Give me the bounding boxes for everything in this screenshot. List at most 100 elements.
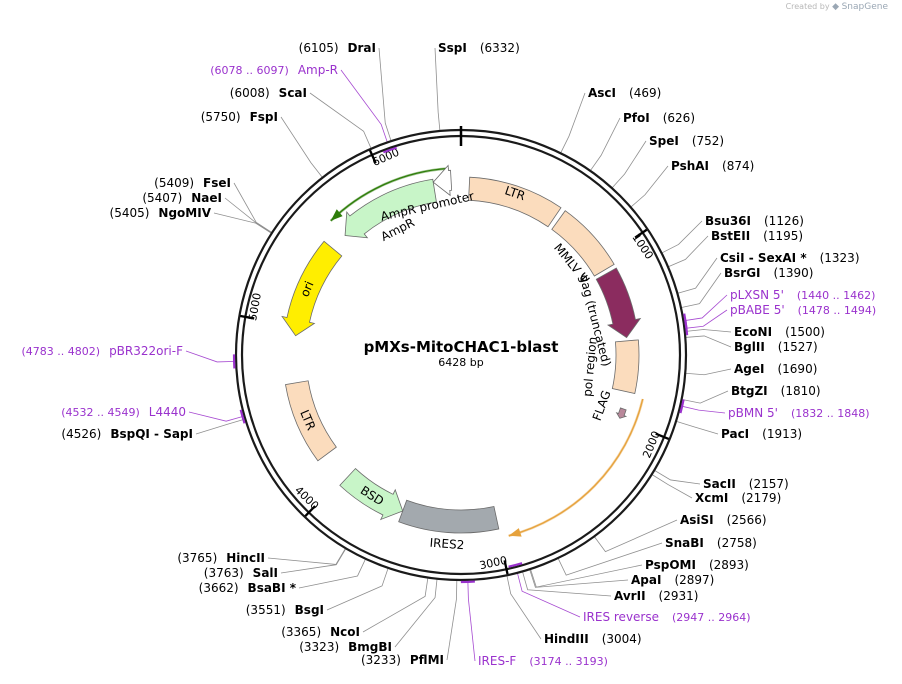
site-name: AvrII xyxy=(614,589,646,603)
restriction-site-label[interactable]: SacII(2157) xyxy=(703,477,789,491)
restriction-site-label[interactable]: NgoMIV(5405) xyxy=(110,206,212,220)
site-leader-line xyxy=(224,197,273,234)
restriction-site-label[interactable]: BsgI(3551) xyxy=(246,603,324,617)
restriction-site-label[interactable]: PspOMI(2893) xyxy=(645,558,749,572)
site-name: BstEII xyxy=(711,229,750,243)
feature-label: pol region xyxy=(580,336,599,397)
feature-flag xyxy=(615,407,628,419)
site-position: (3233) xyxy=(361,653,401,667)
site-name: pBABE 5' xyxy=(730,303,785,317)
site-position: (3365) xyxy=(281,625,321,639)
site-name: AgeI xyxy=(734,362,764,376)
restriction-site-label[interactable]: BsaBI *(3662) xyxy=(199,581,297,595)
restriction-site-label[interactable]: AvrII (2931) xyxy=(614,589,698,603)
site-name: AscI xyxy=(588,86,616,100)
restriction-site-label[interactable]: BglII(1527) xyxy=(734,340,818,354)
site-position: (3174 .. 3193) xyxy=(529,655,608,668)
site-leader-line xyxy=(434,47,441,132)
restriction-site-label[interactable]: EcoNI(1500) xyxy=(734,325,825,339)
primer-label[interactable]: IRES-F(3174 .. 3193) xyxy=(478,654,608,668)
primer-label[interactable]: pBABE 5'(1478 .. 1494) xyxy=(730,303,876,317)
primer-label[interactable]: pBMN 5'(1832 .. 1848) xyxy=(728,406,870,420)
restriction-site-label[interactable]: SnaBI(2758) xyxy=(665,536,757,550)
site-name: pLXSN 5' xyxy=(730,288,784,302)
site-position: (1390) xyxy=(774,266,814,280)
site-position: (3765) xyxy=(177,551,217,565)
site-position: (5405) xyxy=(110,206,150,220)
restriction-site-label[interactable]: BmgBI(3323) xyxy=(299,640,392,654)
restriction-site-label[interactable]: HindIII(3004) xyxy=(544,632,642,646)
restriction-site-label[interactable]: NcoI (3365) xyxy=(281,625,360,639)
primer-label[interactable]: pBR322ori-F(4783 .. 4802) xyxy=(22,344,184,358)
restriction-site-label[interactable]: XcmI(2179) xyxy=(695,491,781,505)
restriction-site-label[interactable]: FseI(5409) xyxy=(154,176,231,190)
feature-label: ori xyxy=(298,279,317,299)
restriction-site-label[interactable]: PflMI(3233) xyxy=(361,653,444,667)
site-position: (1440 .. 1462) xyxy=(797,289,876,302)
site-name: L4440 xyxy=(149,405,186,419)
site-name: BtgZI xyxy=(731,384,768,398)
restriction-site-label[interactable]: HincII (3765) xyxy=(177,551,265,565)
primer-label[interactable]: IRES reverse(2947 .. 2964) xyxy=(583,610,751,624)
site-position: (4526) xyxy=(61,427,101,441)
site-position: (752) xyxy=(692,134,724,148)
tick-mark xyxy=(655,432,670,441)
restriction-site-label[interactable]: CsiI - SexAI *(1323) xyxy=(720,251,860,265)
restriction-site-label[interactable]: AsiSI(2566) xyxy=(680,513,767,527)
restriction-site-label[interactable]: SspI(6332) xyxy=(438,41,520,55)
restriction-site-label[interactable]: PfoI(626) xyxy=(623,111,695,125)
restriction-site-label[interactable]: SpeI(752) xyxy=(649,134,724,148)
site-leader-line xyxy=(378,47,392,142)
site-leader-line xyxy=(677,257,718,294)
primer-leader-line xyxy=(467,579,476,662)
tick-mark xyxy=(368,149,377,164)
primer-label[interactable]: Amp-R(6078 .. 6097) xyxy=(210,63,338,77)
restriction-site-label[interactable]: ApaI(2897) xyxy=(631,573,714,587)
site-leader-line xyxy=(681,390,729,404)
plasmid-size: 6428 bp xyxy=(438,356,483,369)
primer-leader-line xyxy=(684,309,728,329)
restriction-site-label[interactable]: BspQI - SapI (4526) xyxy=(61,427,193,441)
leader-lines xyxy=(185,47,732,662)
restriction-site-label[interactable]: AscI(469) xyxy=(588,86,661,100)
restriction-site-label[interactable]: BstEII(1195) xyxy=(711,229,803,243)
restriction-site-label[interactable]: PacI(1913) xyxy=(721,427,802,441)
tick-label: 2000 xyxy=(640,429,663,460)
restriction-site-label[interactable]: Bsu36I(1126) xyxy=(705,214,804,228)
site-leader-line xyxy=(560,92,586,154)
restriction-site-label[interactable]: PshAI(874) xyxy=(671,159,754,173)
site-name: XcmI xyxy=(695,491,728,505)
restriction-site-label[interactable]: BtgZI(1810) xyxy=(731,384,821,398)
primer-label[interactable]: pLXSN 5' (1440 .. 1462) xyxy=(730,288,875,302)
feature-bsd xyxy=(339,467,404,521)
primer-label[interactable]: L4440(4532 .. 4549) xyxy=(61,405,186,419)
site-name: NcoI xyxy=(330,625,360,639)
site-name: HindIII xyxy=(544,632,589,646)
feature-gag-truncated xyxy=(595,267,642,339)
site-name: FspI xyxy=(250,110,278,124)
primer-marks xyxy=(232,146,689,584)
primer-leader-line xyxy=(683,294,728,322)
site-leader-line xyxy=(675,420,719,435)
primer-leader-line xyxy=(516,572,581,618)
site-position: (5750) xyxy=(201,110,241,124)
primer-leader-line xyxy=(188,411,245,422)
site-leader-line xyxy=(394,578,438,648)
site-position: (1832 .. 1848) xyxy=(791,407,870,420)
primer-leader-line xyxy=(340,69,388,143)
restriction-site-label[interactable]: DraI(6105) xyxy=(299,41,376,55)
restriction-site-label[interactable]: NaeI(5407) xyxy=(142,191,222,205)
restriction-site-label[interactable]: FspI (5750) xyxy=(201,110,278,124)
site-name: BspQI - SapI xyxy=(110,427,193,441)
feature-ltr xyxy=(468,176,562,228)
restriction-site-label[interactable]: AgeI(1690) xyxy=(734,362,817,376)
site-position: (2931) xyxy=(659,589,699,603)
site-leader-line xyxy=(589,117,621,172)
tick-label: 5000 xyxy=(246,292,264,322)
restriction-site-label[interactable]: ScaI(6008) xyxy=(230,86,307,100)
restriction-site-label[interactable]: SalI(3763) xyxy=(204,566,278,580)
site-name: PshAI xyxy=(671,159,709,173)
site-name: HincII xyxy=(226,551,265,565)
restriction-site-label[interactable]: BsrGI(1390) xyxy=(724,266,813,280)
feature-ires2 xyxy=(398,499,500,534)
